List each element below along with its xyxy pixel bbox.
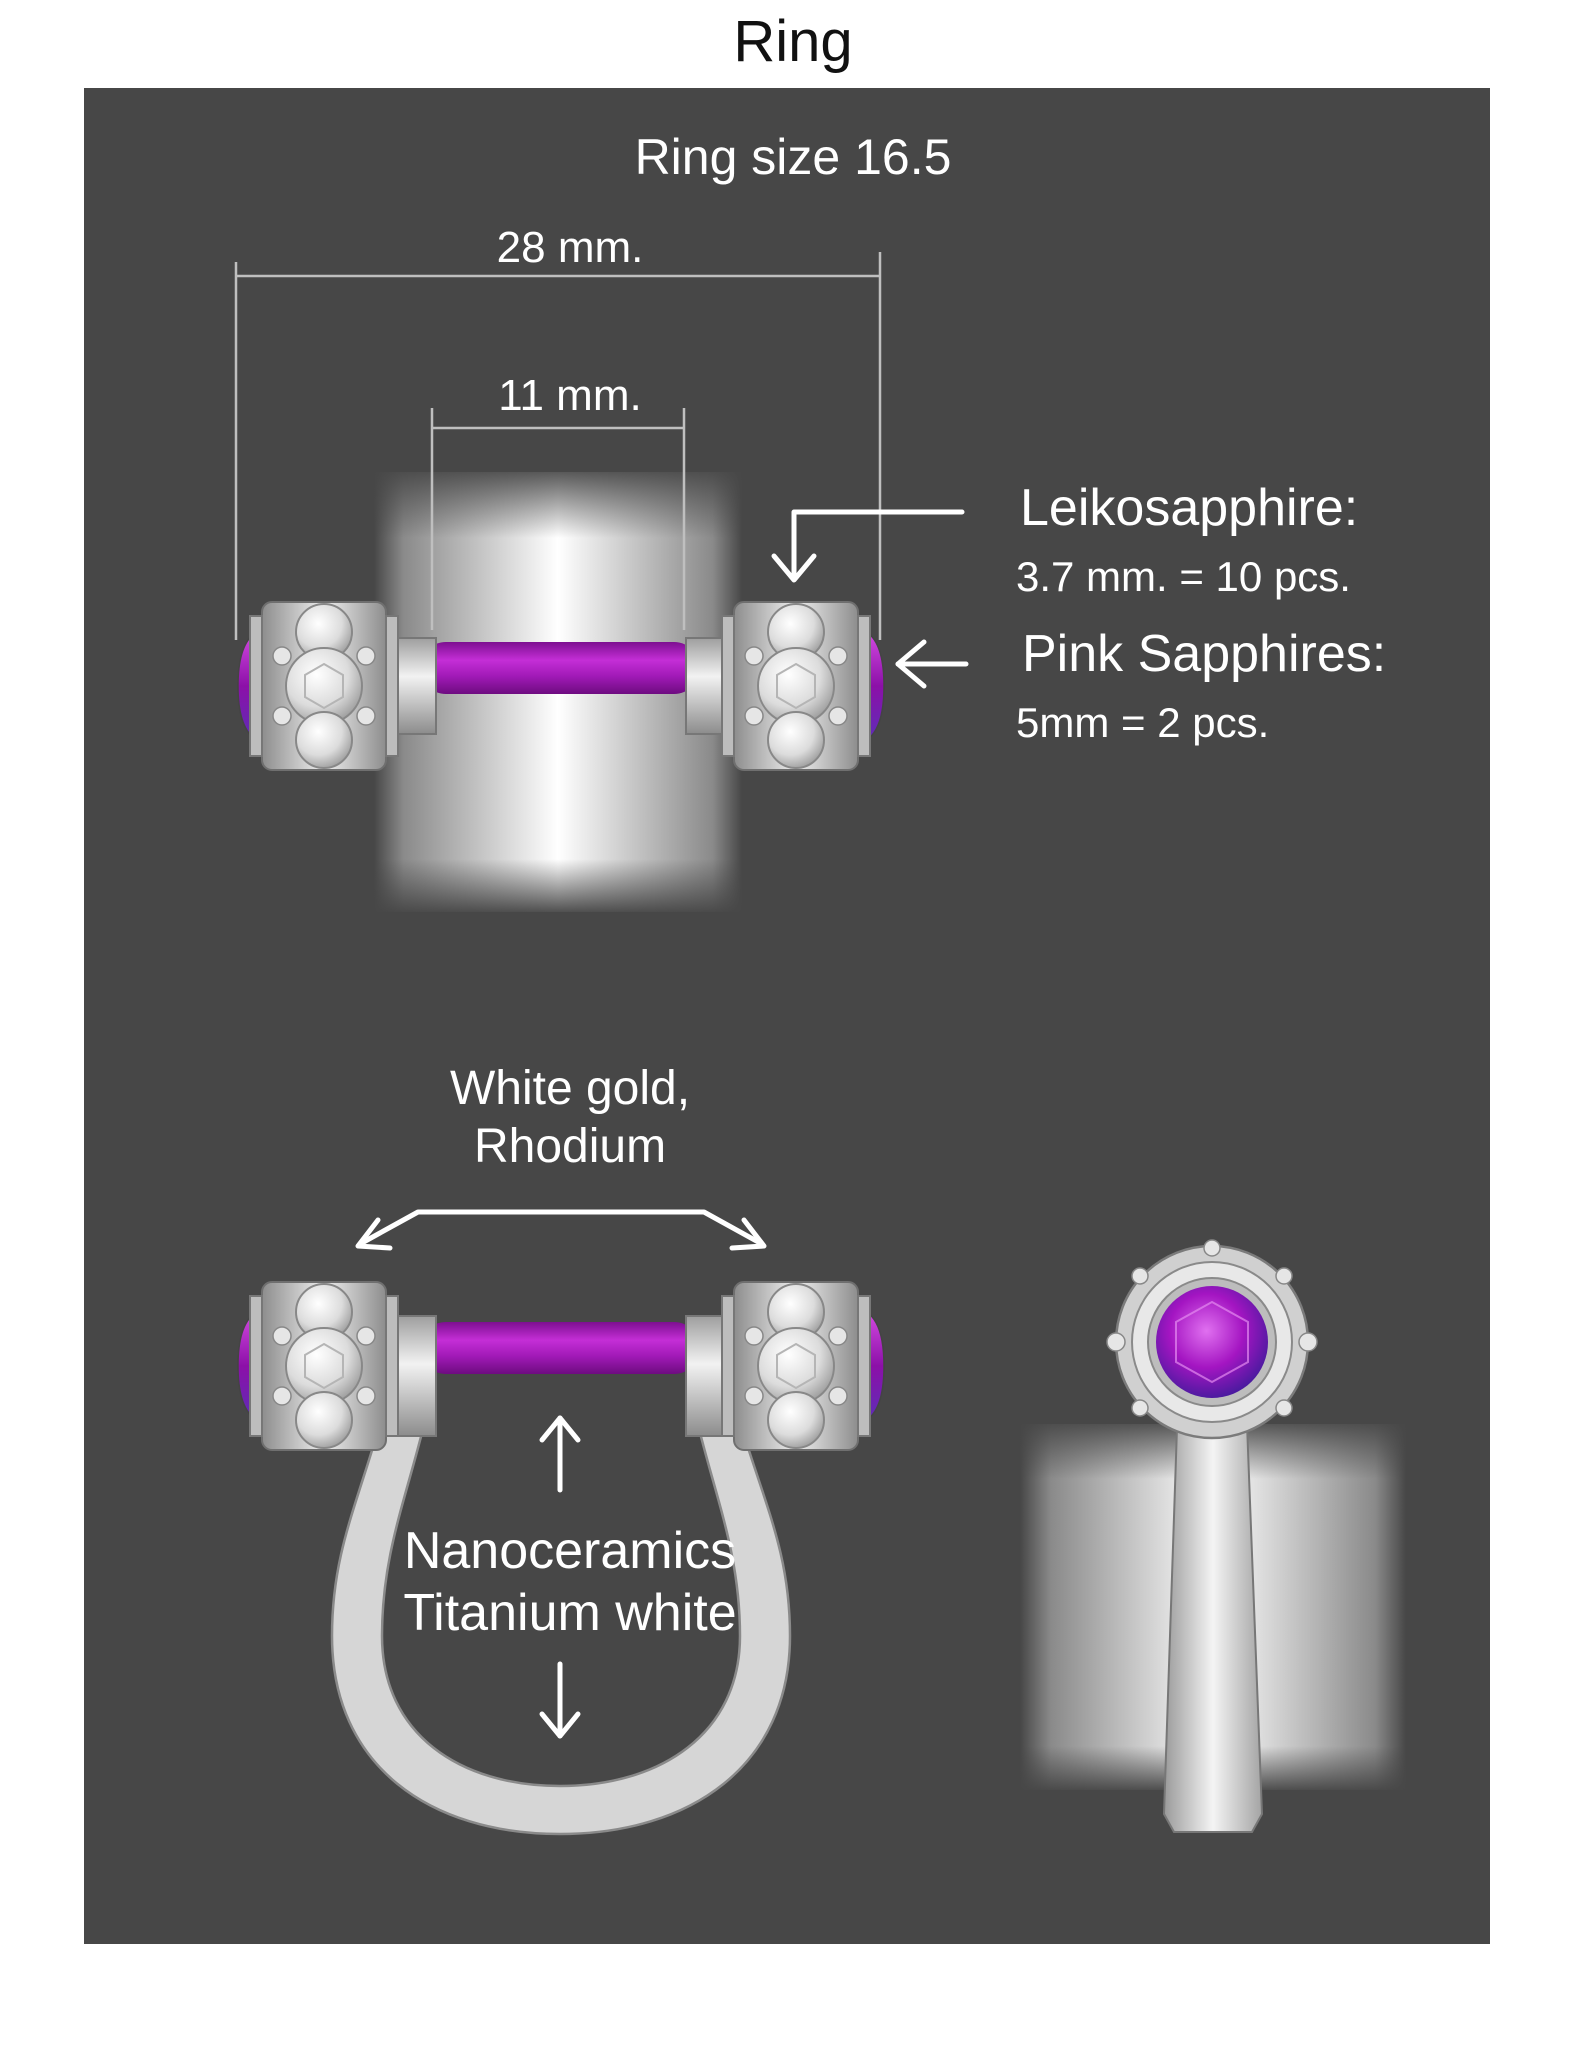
dimension-lines xyxy=(234,252,882,640)
leikosapphire-label: Leikosapphire: xyxy=(1020,479,1359,537)
metal-label-line2: Rhodium xyxy=(473,1120,667,1173)
ceramic-label-line2: Titanium white xyxy=(403,1584,737,1642)
arrow-left-icon xyxy=(895,639,969,689)
page-title: Ring xyxy=(733,9,853,74)
pink-sapphire-top xyxy=(1156,1286,1268,1398)
side-view-ring xyxy=(1106,1239,1318,1833)
metal-label: White gold, Rhodium xyxy=(0,1060,1140,1176)
metal-label-line1: White gold, xyxy=(449,1062,691,1115)
endcap-right xyxy=(721,601,871,771)
ceramic-label: Nanoceramics Titanium white xyxy=(0,1520,1140,1644)
purple-bar xyxy=(420,642,700,694)
arrow-up-icon xyxy=(539,1415,581,1493)
double-arrow-icon xyxy=(355,1209,767,1251)
ring-size-label: Ring size 16.5 xyxy=(634,129,952,185)
endcap-left xyxy=(249,601,399,771)
pink-sapphires-quantity: 5mm = 2 pcs. xyxy=(1016,699,1270,746)
side-shank xyxy=(1162,1397,1264,1833)
leikosapphire-quantity: 3.7 mm. = 10 pcs. xyxy=(1016,553,1351,600)
purple-bar-front xyxy=(420,1322,700,1374)
ceramic-label-line1: Nanoceramics xyxy=(403,1522,737,1580)
pink-sapphires-label: Pink Sapphires: xyxy=(1022,625,1387,683)
top-view-ring xyxy=(237,601,885,771)
arrow-down-icon xyxy=(771,509,965,583)
front-view-ring xyxy=(237,1281,885,1836)
arrow-down-icon xyxy=(539,1661,581,1739)
